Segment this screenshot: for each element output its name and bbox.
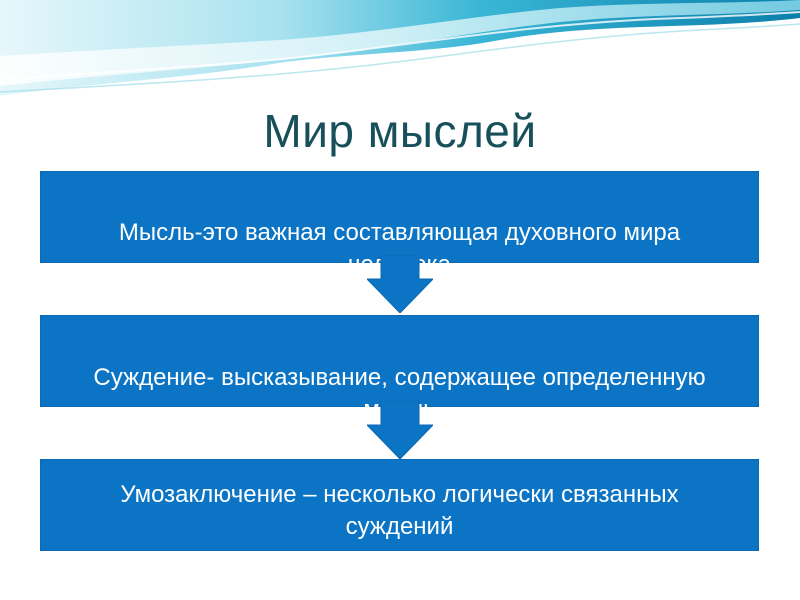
down-arrow-icon xyxy=(367,401,433,459)
flow-step-inference: Умозаключение – несколько логически связ… xyxy=(40,459,759,551)
decorative-wave-header xyxy=(0,0,800,96)
down-arrow-icon xyxy=(367,255,433,313)
flow-step-inference-text: Умозаключение – несколько логически связ… xyxy=(120,481,679,540)
flow-step-judgment: Суждение- высказывание, содержащее опред… xyxy=(40,315,759,423)
flow-step-thought: Мысль-это важная составляющая духовного … xyxy=(40,171,759,278)
slide-title: Мир мыслей xyxy=(263,105,537,157)
